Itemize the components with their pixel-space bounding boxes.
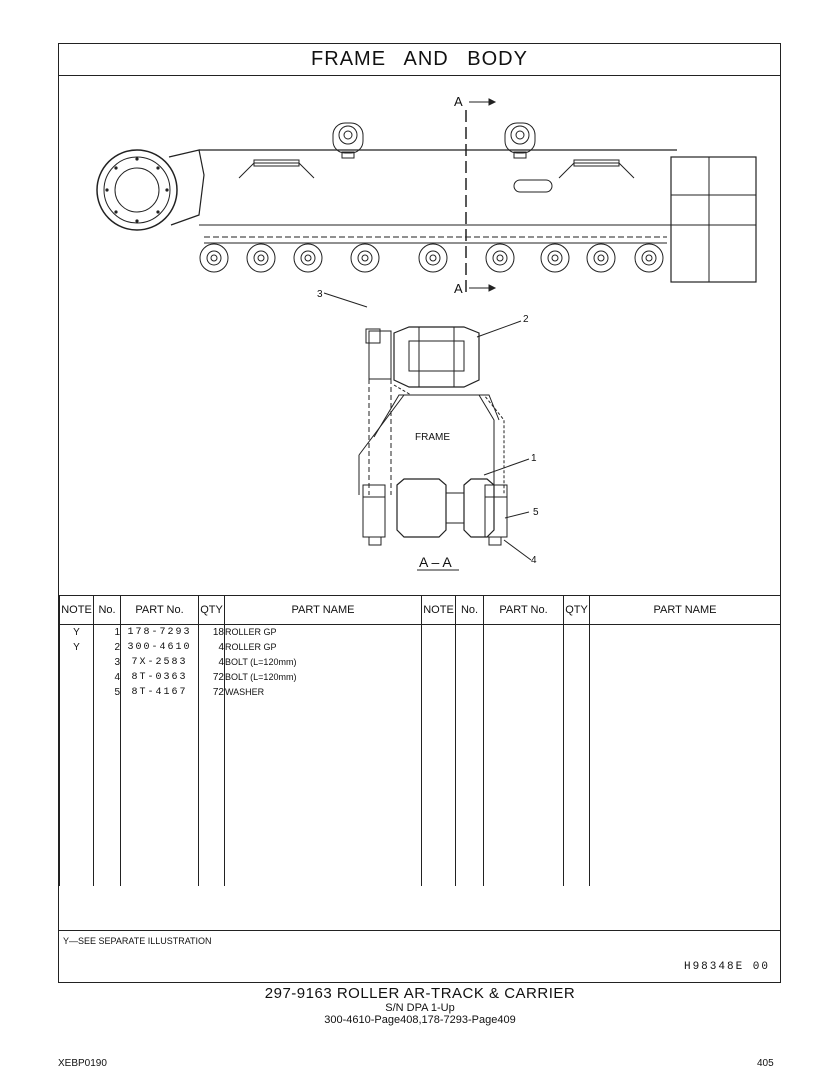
page-references: 300-4610-Page408,178-7293-Page409 — [324, 1014, 516, 1026]
callout-1: 1 — [531, 453, 537, 464]
drawing-code: H98348E 00 — [683, 961, 770, 973]
serial-range: S/N DPA 1-Up — [385, 1002, 455, 1014]
table-row: Y 1 178-7293 18 ROLLER GP — [59, 624, 781, 640]
table-row: 5 8T-4167 72 WASHER — [59, 685, 781, 700]
section-marker-top: A — [454, 94, 463, 109]
track-frame-illustration: A A — [96, 94, 757, 571]
callout-4: 4 — [531, 555, 537, 566]
row-part-no: 178-7293 — [120, 624, 199, 640]
col-header-qty-2: QTY — [563, 595, 590, 625]
assembly-title: 297-9163 ROLLER AR-TRACK & CARRIER — [264, 985, 576, 1002]
row-no: 1 — [93, 624, 121, 640]
col-header-part-name: PART NAME — [224, 595, 422, 625]
illustration: A A — [59, 75, 780, 637]
page-number: 405 — [757, 1058, 774, 1069]
col-header-part-no: PART No. — [120, 595, 199, 625]
table-row: 4 8T-0363 72 BOLT (L=120mm) — [59, 670, 781, 685]
col-header-no: No. — [93, 595, 121, 625]
row-part-no: 8T-4167 — [120, 685, 199, 700]
table-row: Y 2 300-4610 4 ROLLER GP — [59, 640, 781, 655]
row-note: Y — [59, 624, 94, 640]
row-note — [59, 685, 94, 700]
row-part-name: BOLT (L=120mm) — [224, 655, 422, 670]
row-no: 5 — [93, 685, 121, 700]
parts-table: NOTE No. PART No. QTY PART NAME NOTE No.… — [59, 595, 781, 886]
row-note: Y — [59, 640, 94, 655]
track-rollers — [199, 243, 664, 273]
row-note — [59, 655, 94, 670]
section-marker-bottom: A — [454, 281, 463, 296]
row-no: 4 — [93, 670, 121, 685]
row-note — [59, 670, 94, 685]
page-title: FRAME AND BODY — [59, 44, 780, 76]
table-empty-space — [59, 700, 781, 886]
parts-page-frame: FRAME AND BODY — [58, 43, 781, 983]
col-header-note-2: NOTE — [421, 595, 456, 625]
col-header-part-no-2: PART No. — [483, 595, 564, 625]
row-qty: 72 — [198, 670, 225, 685]
row-part-no: 7X-2583 — [120, 655, 199, 670]
col-header-no-2: No. — [455, 595, 484, 625]
row-part-no: 8T-0363 — [120, 670, 199, 685]
row-qty: 72 — [198, 685, 225, 700]
section-a-a-view — [323, 292, 532, 571]
frame-label: FRAME — [415, 432, 450, 443]
document-code: XEBP0190 — [58, 1058, 107, 1069]
col-header-note: NOTE — [59, 595, 94, 625]
row-qty: 18 — [198, 624, 225, 640]
row-qty: 4 — [198, 655, 225, 670]
row-no: 2 — [93, 640, 121, 655]
table-header-row: NOTE No. PART No. QTY PART NAME NOTE No.… — [59, 595, 781, 625]
row-part-name: ROLLER GP — [224, 640, 422, 655]
row-part-no: 300-4610 — [120, 640, 199, 655]
row-part-name: ROLLER GP — [224, 624, 422, 640]
col-header-part-name-2: PART NAME — [589, 595, 781, 625]
row-part-name: BOLT (L=120mm) — [224, 670, 422, 685]
table-row: 3 7X-2583 4 BOLT (L=120mm) — [59, 655, 781, 670]
track-frame-side-view — [96, 98, 757, 295]
callout-3: 3 — [317, 289, 323, 300]
callout-5: 5 — [533, 507, 539, 518]
section-label: A – A — [419, 554, 452, 570]
footnote: Y—SEE SEPARATE ILLUSTRATION — [63, 936, 212, 946]
callout-2: 2 — [523, 314, 529, 325]
col-header-qty: QTY — [198, 595, 225, 625]
row-no: 3 — [93, 655, 121, 670]
footnote-area: Y—SEE SEPARATE ILLUSTRATION H98348E 00 — [59, 930, 780, 982]
row-part-name: WASHER — [224, 685, 422, 700]
row-qty: 4 — [198, 640, 225, 655]
